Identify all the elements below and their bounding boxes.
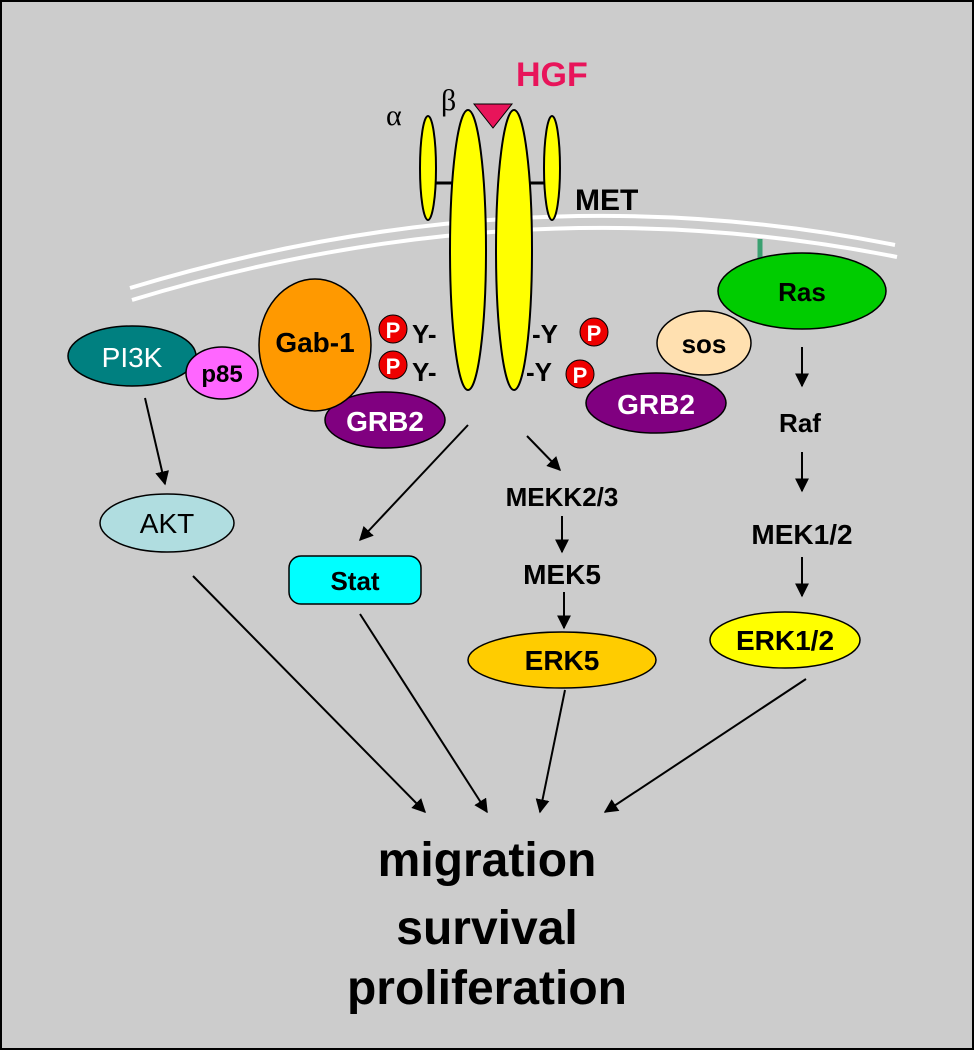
phospho-right-2-label: P: [573, 363, 588, 388]
arrow-erk12-outcome: [603, 678, 807, 813]
ras-label: Ras: [778, 277, 826, 307]
tyrosine-right-1: -Y: [532, 319, 558, 349]
grb2-right-node: [585, 372, 727, 434]
arrow-stat-outcome: [359, 613, 488, 814]
phospho-left-2-label: P: [386, 354, 401, 379]
hgf-label: HGF: [516, 56, 588, 94]
outcome-survival: survival: [396, 902, 578, 955]
sos-label: sos: [682, 329, 727, 359]
phospho-left-2: [378, 350, 408, 380]
outcome-proliferation: proliferation: [346, 962, 627, 1015]
outcome-migration: migration: [377, 834, 597, 887]
arrow-met-stat: [359, 424, 469, 542]
akt-node: [99, 493, 235, 553]
beta-label: β: [441, 84, 456, 117]
stat-node: [288, 555, 422, 605]
arrow-akt-outcome: [192, 575, 426, 813]
p85-label: p85: [201, 361, 242, 388]
gab1-node: [258, 278, 372, 412]
mek5-label: MEK5: [523, 559, 601, 590]
raf-label: Raf: [779, 408, 821, 438]
grb2-left-node: [324, 391, 446, 449]
arrow-met-mekk23: [526, 435, 561, 472]
met-alpha-chain-right: [543, 115, 561, 221]
ras-node: [717, 252, 887, 330]
met-alpha-chain-left: [419, 115, 437, 221]
phospho-right-2: [565, 359, 595, 389]
erk5-node: [467, 631, 657, 689]
met-beta-chain-left: [449, 109, 487, 391]
phospho-right-1-label: P: [587, 321, 602, 346]
sos-node: [656, 310, 752, 376]
tyrosine-left-2: Y-: [412, 357, 437, 387]
tyrosine-right-2: -Y: [526, 357, 552, 387]
phospho-left-1-label: P: [386, 318, 401, 343]
stat-label: Stat: [330, 566, 379, 596]
tyrosine-left-1: Y-: [412, 319, 437, 349]
p85-node: [185, 346, 259, 400]
phospho-left-1: [378, 314, 408, 344]
met-receptor: [419, 109, 561, 391]
grb2-left-label: GRB2: [346, 406, 424, 437]
akt-label: AKT: [140, 508, 194, 539]
pi3k-label: PI3K: [102, 342, 163, 373]
mekk23-label: MEKK2/3: [506, 482, 619, 512]
erk12-node: [709, 611, 861, 669]
grb2-right-label: GRB2: [617, 389, 695, 420]
erk12-label: ERK1/2: [736, 625, 834, 656]
alpha-label: α: [386, 99, 402, 132]
arrow-erk5-outcome: [535, 689, 566, 814]
hgf-ligand-triangle: [472, 103, 514, 129]
met-beta-chain-right: [495, 109, 533, 391]
mek12-label: MEK1/2: [751, 519, 852, 550]
met-label: MET: [575, 184, 638, 217]
arrow-pi3k-akt: [144, 397, 169, 486]
phospho-right-1: [579, 317, 609, 347]
erk5-label: ERK5: [525, 645, 600, 676]
gab1-label: Gab-1: [275, 327, 354, 358]
